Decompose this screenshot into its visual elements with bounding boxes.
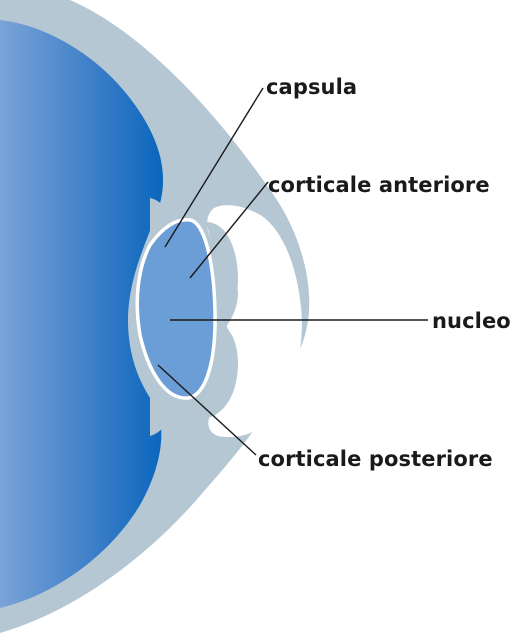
label-capsula: capsula: [266, 75, 357, 99]
label-corticale-anteriore: corticale anteriore: [268, 173, 490, 197]
label-corticale-posteriore: corticale posteriore: [258, 447, 493, 471]
label-nucleo: nucleo: [432, 309, 511, 333]
